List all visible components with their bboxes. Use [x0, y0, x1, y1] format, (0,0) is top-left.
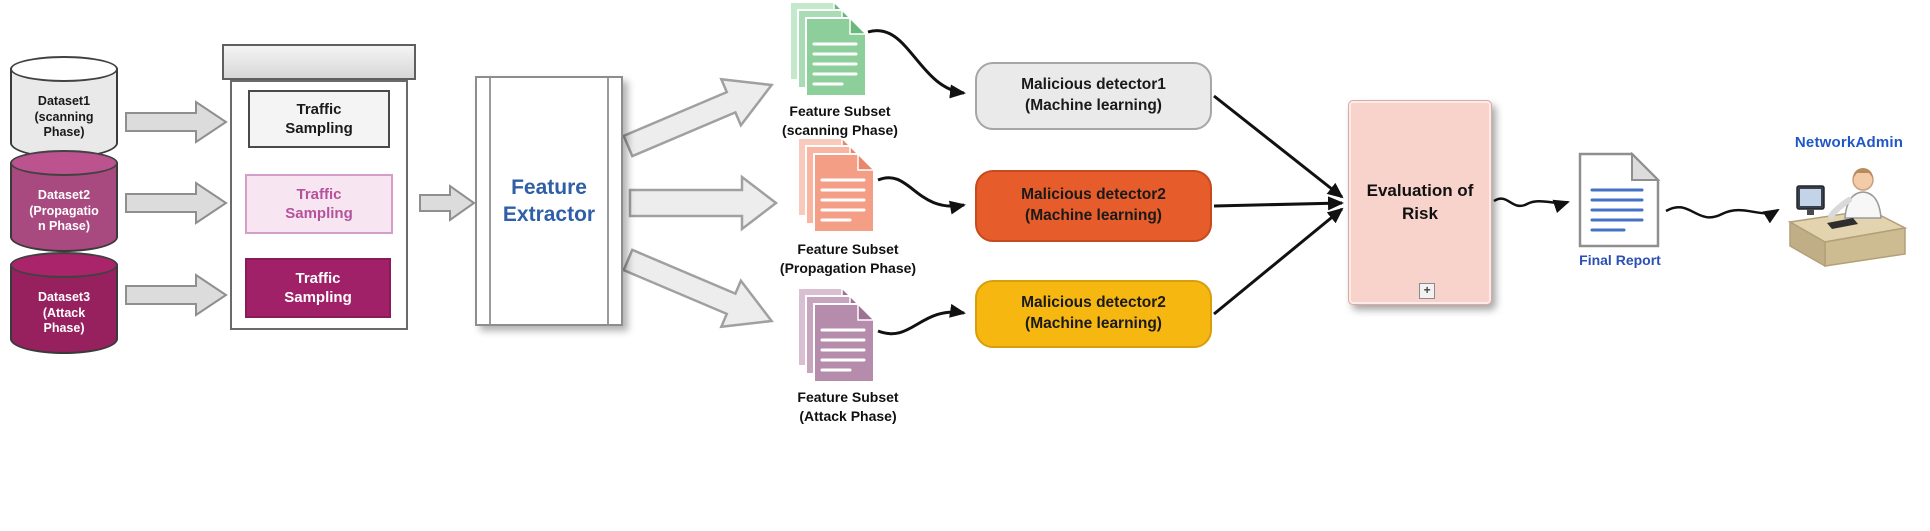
feature-extractor-box: Feature Extractor [475, 76, 623, 326]
dataset1-cylinder: Dataset1 (scanning Phase) [10, 56, 118, 158]
network-admin-label: NetworkAdmin [1794, 134, 1904, 151]
report-text-lines [1590, 188, 1644, 232]
doc-page-front [813, 152, 876, 233]
dataset2-cylinder: Dataset2 (Propagatio n Phase) [10, 150, 118, 252]
feature-extractor-label: Feature Extractor [502, 175, 596, 226]
person-arm [1828, 197, 1852, 219]
evaluation-of-risk-label: Evaluation of Risk [1366, 180, 1474, 223]
arrow-evaluation-to-report [1493, 197, 1570, 214]
feature-subset-propagation-doc-stack-icon [798, 138, 876, 233]
arrow-detector3-to-evaluation [1213, 207, 1344, 316]
cylinder-body: Dataset3 (Attack Phase) [10, 265, 118, 354]
dataset3-label: Dataset3 (Attack Phase) [37, 290, 91, 336]
dataset2-label: Dataset2 (Propagatio n Phase) [29, 188, 99, 234]
traffic-sampling-label-1: Traffic Sampling [285, 100, 353, 138]
arrow-subset3-to-detector3 [877, 303, 966, 336]
final-report-label: Final Report [1579, 252, 1661, 268]
malicious-detector-2-box: Malicious detector2 (Machine learning) [975, 170, 1212, 242]
block-arrow-dataset1 [125, 100, 228, 144]
traffic-sampling-box-3: Traffic Sampling [245, 258, 391, 318]
malicious-detector-2-label: Malicious detector2 (Machine learning) [1021, 186, 1166, 224]
dataset3-cylinder: Dataset3 (Attack Phase) [10, 252, 118, 354]
malicious-detector-3-label: Malicious detector2 (Machine learning) [1021, 294, 1166, 332]
arrow-detector1-to-evaluation [1213, 94, 1344, 199]
monitor-screen [1800, 189, 1821, 206]
final-report-icon [1578, 152, 1661, 248]
person-body [1844, 191, 1882, 219]
malicious-detector-3-box: Malicious detector2 (Machine learning) [975, 280, 1212, 348]
traffic-sampling-box-2: Traffic Sampling [245, 174, 393, 234]
dataset1-label: Dataset1 (scanning Phase) [34, 94, 94, 140]
cylinder-top [10, 252, 118, 278]
block-arrow-sampling-to-extractor [419, 184, 476, 222]
arrow-subset2-to-detector2 [877, 176, 966, 215]
cylinder-body: Dataset2 (Propagatio n Phase) [10, 163, 118, 252]
evaluation-of-risk-box: Evaluation of Risk + [1348, 100, 1492, 305]
feature-extractor-side-lines [489, 78, 609, 324]
block-arrow-extractor-mid [628, 174, 779, 232]
arrow-detector2-to-evaluation [1213, 196, 1344, 211]
feature-subset-scanning-doc-stack-icon [790, 2, 868, 97]
keyboard [1827, 218, 1858, 229]
feature-subset-scanning-label: Feature Subset (scanning Phase) [782, 103, 898, 138]
desk-side [1789, 220, 1826, 268]
doc-text-lines [820, 178, 866, 222]
traffic-sampling-label-3: Traffic Sampling [284, 269, 352, 307]
block-arrow-dataset3 [125, 273, 228, 317]
feature-subset-attack-label: Feature Subset (Attack Phase) [797, 389, 899, 424]
malicious-detector-1-box: Malicious detector1 (Machine learning) [975, 62, 1212, 130]
doc-page-front [805, 16, 868, 97]
cylinder-body: Dataset1 (scanning Phase) [10, 69, 118, 158]
sampling-panel-lid [222, 44, 416, 80]
malicious-detector-1-label: Malicious detector1 (Machine learning) [1021, 76, 1166, 114]
doc-page-front [813, 302, 876, 383]
doc-text-lines [812, 42, 858, 86]
arrow-subset1-to-detector1 [867, 29, 966, 99]
network-admin-icon [1787, 168, 1908, 268]
block-arrow-dataset2 [125, 181, 228, 225]
cylinder-top [10, 150, 118, 176]
feature-subset-attack-doc-stack-icon [798, 288, 876, 383]
traffic-sampling-label-2: Traffic Sampling [285, 185, 353, 223]
traffic-sampling-box-1: Traffic Sampling [248, 90, 390, 148]
doc-text-lines [820, 328, 866, 372]
person-hair [1853, 168, 1873, 178]
arrow-report-to-admin [1665, 205, 1780, 224]
cylinder-top [10, 56, 118, 82]
feature-subset-propagation-label: Feature Subset (Propagation Phase) [779, 241, 917, 276]
plus-icon: + [1419, 283, 1436, 299]
monitor-stand [1807, 209, 1814, 215]
